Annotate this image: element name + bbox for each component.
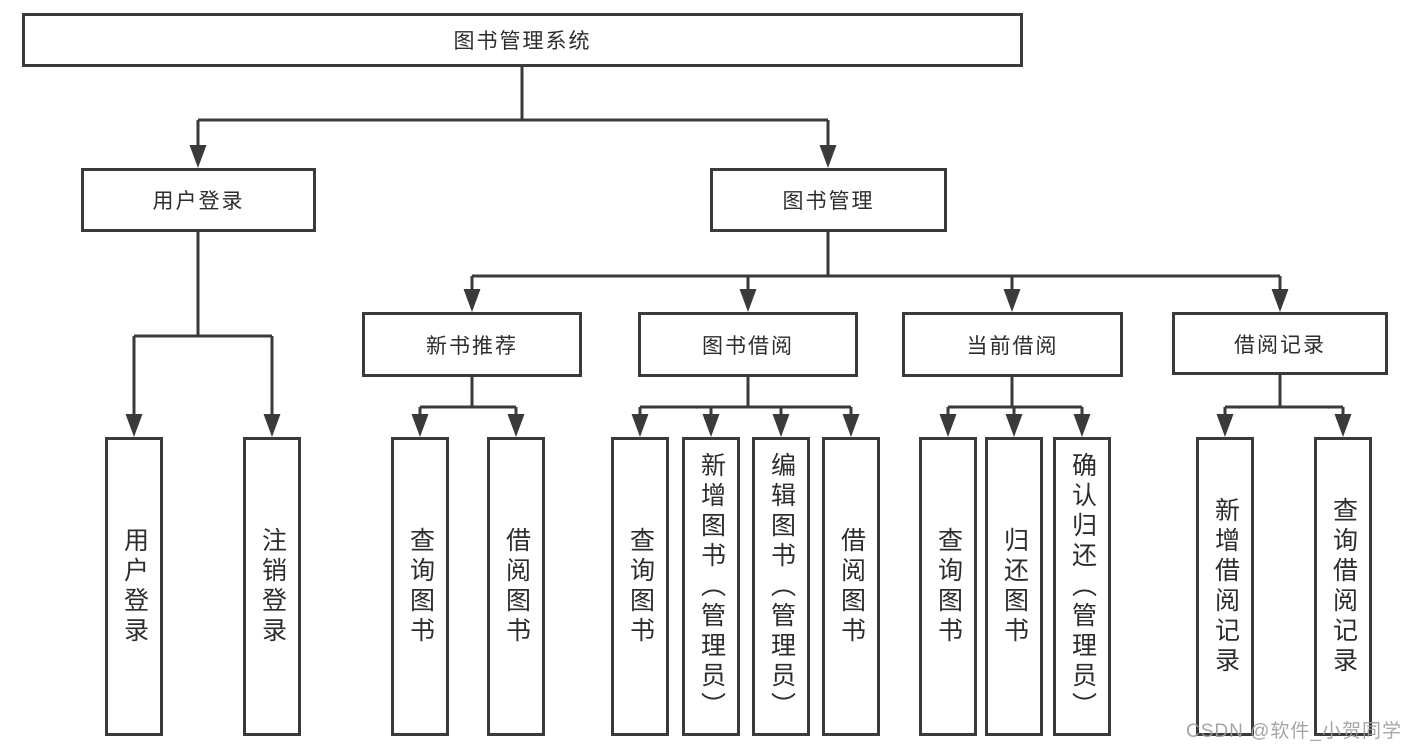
- node-book-management-label: 图书管理: [782, 190, 875, 213]
- leaf-bb-borrow-book-label: 借阅图书: [837, 526, 866, 647]
- leaf-user-login: 用户登录: [105, 437, 163, 736]
- leaf-br-add-record: 新增借阅记录: [1196, 437, 1254, 736]
- leaf-user-login-label: 用户登录: [120, 526, 149, 647]
- leaf-bb-query-book: 查询图书: [611, 437, 669, 736]
- leaf-bb-edit-book-admin-label: 编辑图书（管理员）: [767, 451, 796, 722]
- node-current-borrow: 当前借阅: [902, 312, 1123, 377]
- leaf-br-add-record-label: 新增借阅记录: [1211, 496, 1240, 677]
- csdn-watermark: CSDN @软件_小贺同学: [1186, 721, 1402, 742]
- leaf-rec-query-book: 查询图书: [391, 437, 449, 736]
- leaf-cb-query-book-label: 查询图书: [934, 526, 963, 647]
- leaf-logout-login: 注销登录: [243, 437, 301, 736]
- node-borrow-records: 借阅记录: [1172, 312, 1388, 375]
- node-book-borrow: 图书借阅: [638, 312, 858, 377]
- node-root-system: 图书管理系统: [22, 13, 1023, 67]
- node-borrow-records-label: 借阅记录: [1234, 333, 1326, 357]
- leaf-bb-edit-book-admin: 编辑图书（管理员）: [752, 437, 810, 736]
- leaf-bb-query-book-label: 查询图书: [626, 526, 655, 647]
- leaf-cb-return-book: 归还图书: [985, 437, 1043, 736]
- node-user-login: 用户登录: [81, 168, 316, 232]
- node-book-borrow-label: 图书借阅: [702, 334, 794, 358]
- node-new-book-recommend-label: 新书推荐: [426, 334, 518, 358]
- node-book-management: 图书管理: [710, 168, 947, 232]
- leaf-bb-add-book-admin: 新增图书（管理员）: [682, 437, 740, 736]
- leaf-br-query-record-label: 查询借阅记录: [1329, 496, 1358, 677]
- leaf-bb-borrow-book: 借阅图书: [822, 437, 880, 736]
- node-new-book-recommend: 新书推荐: [362, 312, 582, 377]
- node-current-borrow-label: 当前借阅: [966, 334, 1059, 358]
- leaf-rec-borrow-book-label: 借阅图书: [502, 526, 531, 647]
- node-root-label: 图书管理系统: [453, 30, 592, 53]
- leaf-cb-confirm-return-admin: 确认归还（管理员）: [1053, 437, 1111, 736]
- leaf-logout-login-label: 注销登录: [258, 526, 287, 647]
- leaf-bb-add-book-admin-label: 新增图书（管理员）: [697, 451, 726, 722]
- leaf-br-query-record: 查询借阅记录: [1314, 437, 1372, 736]
- node-user-login-label: 用户登录: [152, 190, 245, 213]
- leaf-cb-query-book: 查询图书: [919, 437, 977, 736]
- leaf-rec-borrow-book: 借阅图书: [487, 437, 545, 736]
- leaf-cb-confirm-return-admin-label: 确认归还（管理员）: [1068, 451, 1097, 722]
- leaf-cb-return-book-label: 归还图书: [1000, 526, 1029, 647]
- leaf-rec-query-book-label: 查询图书: [406, 526, 435, 647]
